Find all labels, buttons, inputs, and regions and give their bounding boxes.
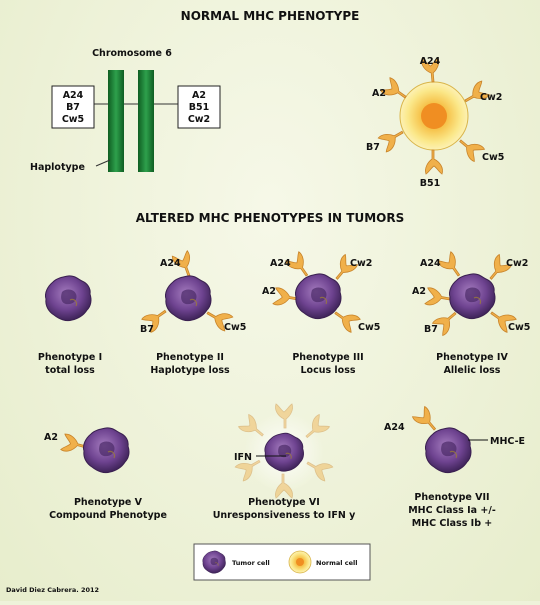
chromosome-label: Chromosome 6: [92, 48, 172, 59]
phenotype-7-title: Phenotype VII: [414, 492, 489, 503]
normal-label-a24: A24: [420, 56, 441, 67]
phenotype-1-desc: total loss: [45, 365, 95, 376]
allele-left-cw5: Cw5: [62, 114, 84, 125]
phenotype-2-desc: Haplotype loss: [150, 365, 230, 376]
phenotype-4-desc: Allelic loss: [444, 365, 501, 376]
phenotype-5-title: Phenotype V: [74, 497, 143, 508]
phenotype-1: Phenotype I total loss: [38, 275, 102, 376]
phenotype-2: A24 B7 Cw5 Phenotype II Haplotype loss: [140, 250, 246, 376]
haplotype-box-left: [51, 85, 95, 129]
normal-label-cw5: Cw5: [482, 152, 504, 163]
phenotype-7-label-a24: A24: [384, 422, 405, 433]
phenotype-3-label-a24: A24: [270, 258, 291, 269]
normal-label-b51: B51: [420, 178, 440, 189]
phenotype-5: A2 Phenotype V Compound Phenotype: [44, 427, 167, 521]
haplotype-box-right: [177, 85, 221, 129]
normal-cell: A24 A2 Cw2 B7 Cw5 B51: [366, 56, 504, 189]
normal-label-b7: B7: [366, 142, 380, 153]
chromosome-bar-left: [108, 70, 124, 172]
allele-left-b7: B7: [66, 102, 80, 113]
phenotype-4-label-a24: A24: [420, 258, 441, 269]
subtitle: ALTERED MHC PHENOTYPES IN TUMORS: [136, 211, 404, 225]
phenotype-7: A24 MHC-E Phenotype VII MHC Class Ia +/-…: [384, 405, 525, 529]
phenotype-7-desc2: MHC Class Ib +: [412, 518, 493, 529]
phenotype-3-title: Phenotype III: [292, 352, 363, 363]
phenotype-5-label-a2: A2: [44, 432, 58, 443]
legend-normal-label: Normal cell: [316, 559, 357, 567]
phenotype-6-label-ifn: IFN: [234, 452, 252, 463]
phenotype-3-desc: Locus loss: [300, 365, 355, 376]
phenotype-4-label-cw2: Cw2: [506, 258, 528, 269]
phenotype-3-label-cw2: Cw2: [350, 258, 372, 269]
credit: David Diez Cabrera. 2012: [6, 586, 99, 594]
phenotype-4-label-cw5: Cw5: [508, 322, 530, 333]
phenotype-4-label-a2: A2: [412, 286, 426, 297]
phenotype-6-desc: Unresponsiveness to IFN y: [213, 510, 356, 521]
phenotype-1-title: Phenotype I: [38, 352, 102, 363]
phenotype-3-label-a2: A2: [262, 286, 276, 297]
normal-label-a2: A2: [372, 88, 386, 99]
phenotype-7-desc: MHC Class Ia +/-: [408, 505, 496, 516]
phenotype-2-label-a24: A24: [160, 258, 181, 269]
phenotype-4: A24 Cw2 A2 B7 Cw5 Phenotype IV Allelic l…: [412, 251, 530, 376]
allele-right-cw2: Cw2: [188, 114, 210, 125]
legend: Tumor cell Normal cell: [193, 543, 371, 581]
phenotype-2-label-b7: B7: [140, 324, 154, 335]
phenotype-2-title: Phenotype II: [156, 352, 224, 363]
title: NORMAL MHC PHENOTYPE: [181, 9, 360, 23]
allele-left-a24: A24: [63, 90, 84, 101]
phenotype-4-title: Phenotype IV: [436, 352, 508, 363]
phenotype-6: IFN Phenotype VI Unresponsiveness to IFN…: [213, 403, 356, 521]
phenotype-4-label-b7: B7: [424, 324, 438, 335]
phenotype-5-desc: Compound Phenotype: [49, 510, 167, 521]
allele-right-b51: B51: [189, 102, 209, 113]
normal-label-cw2: Cw2: [480, 92, 502, 103]
phenotype-3: A24 Cw2 A2 Cw5 Phenotype III Locus loss: [262, 251, 380, 376]
phenotype-3-label-cw5: Cw5: [358, 322, 380, 333]
chromosome-6-haplotype: Chromosome 6 A24 B7 Cw5 A2 B51 Cw2 Haplo…: [30, 48, 221, 173]
allele-right-a2: A2: [192, 90, 206, 101]
phenotype-2-label-cw5: Cw5: [224, 322, 246, 333]
phenotype-6-title: Phenotype VI: [248, 497, 320, 508]
legend-tumor-label: Tumor cell: [232, 559, 270, 567]
phenotype-7-label-mhc-e: MHC-E: [490, 436, 525, 447]
chromosome-bar-right: [138, 70, 154, 172]
haplotype-label: Haplotype: [30, 162, 85, 173]
